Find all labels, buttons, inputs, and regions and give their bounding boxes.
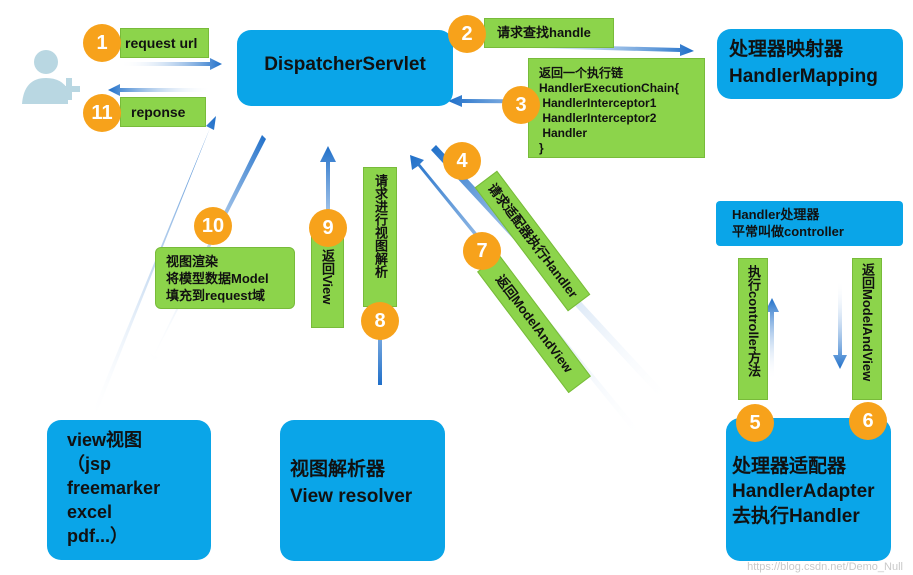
view-type-freemarker: freemarker — [67, 478, 161, 498]
step-2-label: 请求查找handle — [484, 18, 614, 48]
handler-note-node: Handler处理器 平常叫做controller — [716, 201, 903, 246]
step-5-badge: 5 — [736, 404, 774, 442]
step-3-label: 返回一个执行链 HandlerExecutionChain{ HandlerIn… — [528, 58, 705, 158]
arrow-step-6 — [833, 280, 847, 369]
step-6-label: 返回ModelAndView — [852, 258, 882, 400]
view-type-jsp: （jsp — [67, 454, 112, 474]
step-3-badge: 3 — [502, 86, 540, 124]
arrow-step-11 — [108, 84, 212, 96]
dispatcher-servlet-node: DispatcherServlet — [237, 30, 453, 106]
step-9-badge: 9 — [309, 209, 347, 247]
step-8-badge: 8 — [361, 302, 399, 340]
view-resolver-node: 视图解析器 View resolver — [280, 420, 445, 561]
arrow-step-5 — [765, 298, 779, 380]
step-8-label: 请求进行视图解析 — [363, 167, 397, 307]
arrow-view-up — [90, 116, 216, 420]
handler-adapter-en: HandlerAdapter — [732, 481, 875, 502]
handler-mapping-node: 处理器映射器 HandlerMapping — [717, 29, 903, 99]
step-10-label: 视图渲染 将模型数据Model 填充到request域 — [155, 247, 295, 309]
handler-adapter-cn: 处理器适配器 — [732, 456, 847, 477]
step-6-badge: 6 — [849, 402, 887, 440]
step-1-label: request url — [120, 28, 209, 58]
handler-adapter-exec: 去执行Handler — [732, 506, 860, 527]
arrow-step-1 — [120, 58, 222, 70]
step-4-badge: 4 — [443, 142, 481, 180]
step-2-badge: 2 — [448, 15, 486, 53]
handler-mapping-en: HandlerMapping — [729, 66, 878, 87]
view-resolver-en: View resolver — [290, 486, 413, 507]
user-add-icon — [18, 44, 82, 106]
watermark: https://blog.csdn.net/Demo_Null — [747, 561, 903, 573]
step-5-label: 执行controller方法 — [738, 258, 768, 400]
step-9-label: 返回View — [311, 236, 344, 328]
handler-note-line2: 平常叫做controller — [732, 224, 844, 239]
handler-note-line1: Handler处理器 — [732, 207, 820, 222]
view-title: view视图 — [67, 430, 143, 450]
handler-mapping-cn: 处理器映射器 — [729, 39, 844, 60]
step-11-label: reponse — [120, 97, 206, 127]
step-1-badge: 1 — [83, 24, 121, 62]
step-7-badge: 7 — [463, 232, 501, 270]
view-resolver-cn: 视图解析器 — [290, 459, 386, 480]
step-11-badge: 11 — [83, 94, 121, 132]
view-node: view视图 （jsp freemarker excel pdf...） — [47, 420, 211, 560]
view-type-excel: excel — [67, 502, 113, 522]
view-type-pdf: pdf...） — [67, 526, 128, 546]
dispatcher-servlet-title: DispatcherServlet — [264, 54, 426, 75]
step-10-badge: 10 — [194, 207, 232, 245]
